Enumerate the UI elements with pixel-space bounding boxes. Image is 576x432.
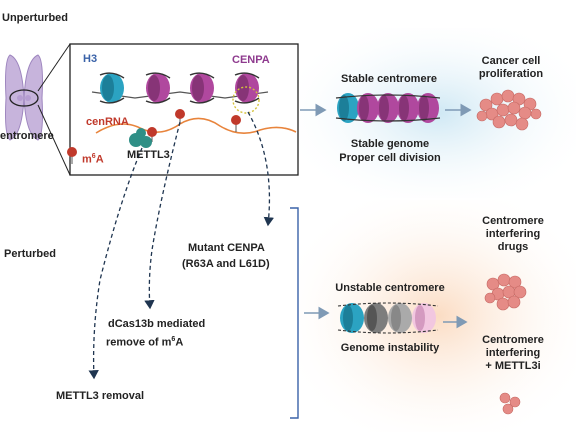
drugs-label-line3: drugs [497,241,529,253]
zoom-line [37,43,71,92]
m6a-text: m [82,153,92,166]
combo-label-line1: Centromere [482,334,544,346]
combo-label-line2: interfering [485,347,541,359]
zoom-line [37,104,71,176]
m6a-legend-icon [67,147,77,164]
centromere-side-label: entromere [0,130,54,142]
m6a-sup: 6 [91,153,96,160]
drugs-label-line2: interfering [485,228,541,240]
dashed-arrow [88,147,143,380]
nucleosome-icon [145,72,171,104]
mettl3-label: METTL3 [127,149,170,161]
cancer-label-line2: proliferation [478,68,544,80]
cancer-label-line1: Cancer cell [481,55,541,67]
mutant-cenpa-line1: Mutant CENPA [188,242,265,254]
m6a-suffix: A [95,153,104,166]
combo-label-line3: + METTL3i [485,360,541,372]
genome-instability-label: Genome instability [340,342,440,354]
stable-genome-label: Stable genome [350,138,430,150]
cenrna-strand [95,117,297,134]
nucleosome-icon [99,72,125,104]
mettl3-enzyme-icon [129,128,152,148]
cenpa-highlight [232,86,260,114]
stable-centromere-label: Stable centromere [341,73,437,85]
mettl3-removal-label: METTL3 removal [56,390,145,402]
bracket [290,207,299,419]
dashed-arrow [144,121,181,310]
m6a-mark-icon [147,127,157,142]
drugs-label-line1: Centromere [482,215,544,227]
dcas13b-sup: 6 [171,336,176,343]
perturbed-label: Perturbed [4,248,56,260]
cancer-cell-cluster-icon [484,273,527,311]
unstable-centromere-label: Unstable centromere [335,282,445,294]
cenpa-label: CENPA [232,54,270,66]
chromosome-icon [5,54,43,141]
unperturbed-label: Unperturbed [2,12,68,24]
m6a-legend-label: m6A [82,150,104,167]
stable-centromere-icon [335,93,441,123]
cancer-cell-cluster-icon [499,392,521,415]
unstable-centromere-icon [337,302,439,334]
proper-division-label: Proper cell division [339,152,441,164]
cancer-cell-cluster-icon [476,89,542,131]
nucleosome-icon [234,72,260,104]
nucleosome-inset-box [69,43,299,176]
m6a-mark-icon [231,115,241,132]
dcas13b-line1: dCas13b mediated [108,318,206,330]
dcas13b-suffix: A [175,336,184,349]
mutant-cenpa-line2: (R63A and L61D) [182,258,270,270]
dcas13b-line2: remove of m6A [106,333,183,350]
cenrna-label: cenRNA [86,116,129,128]
h3-label: H3 [83,53,98,65]
dcas13b-text: remove of m [106,336,172,349]
nucleosome-icon [189,72,215,104]
